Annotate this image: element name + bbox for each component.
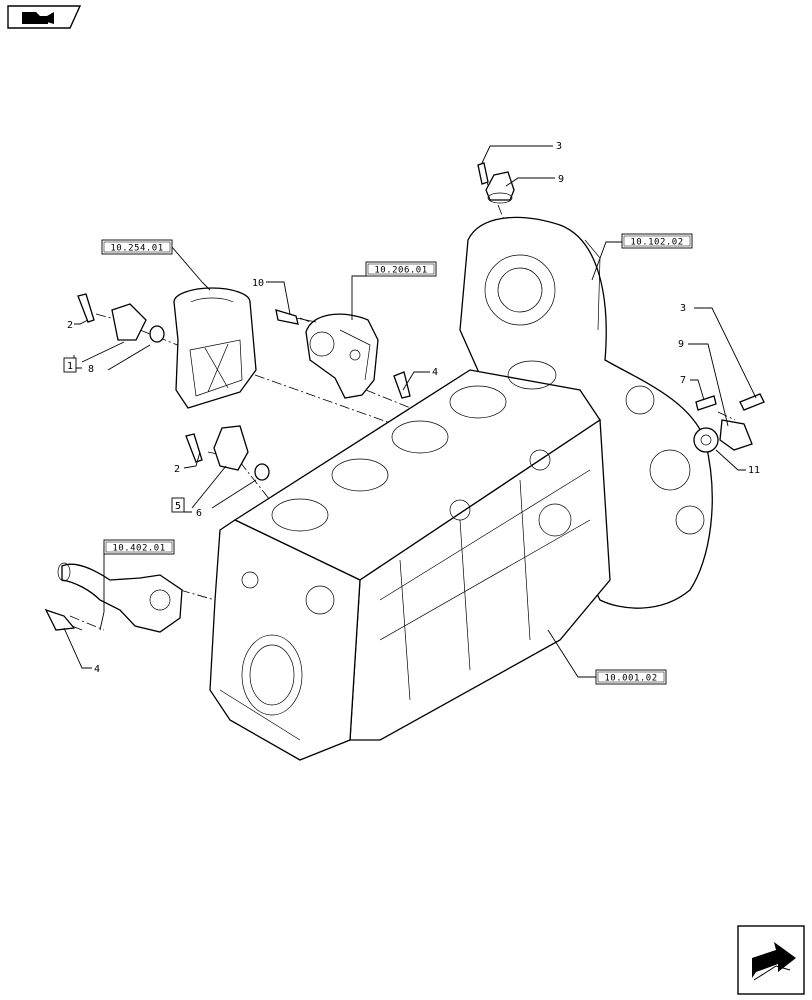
callout-9-top: 9 xyxy=(558,174,564,185)
callout-2-b: 2 xyxy=(174,464,180,475)
ref-box-10-001-02[interactable]: 10.001.02 xyxy=(595,669,667,685)
callout-3-top: 3 xyxy=(556,141,562,152)
sensor-group-right xyxy=(693,393,765,453)
part-10-206-01-pump xyxy=(305,313,379,399)
ref-box-10-206-01[interactable]: 10.206.01 xyxy=(365,261,437,277)
pressure-sensor-left xyxy=(77,293,165,343)
part-10-402-01-pipe xyxy=(57,562,183,633)
ref-label: 10.206.01 xyxy=(374,266,427,276)
ref-box-10-254-01[interactable]: 10.254.01 xyxy=(101,239,173,255)
callout-10: 10 xyxy=(252,278,264,289)
callout-6: 6 xyxy=(196,508,202,519)
leader-lines xyxy=(63,145,757,678)
folder-return-icon[interactable] xyxy=(7,5,82,29)
callout-9-right: 9 xyxy=(678,339,684,350)
callout-2-a: 2 xyxy=(67,320,73,331)
callout-4-low: 4 xyxy=(94,664,100,675)
callout-3-right: 3 xyxy=(680,303,686,314)
cam-sensor-top xyxy=(477,162,515,204)
callout-1-box: 1 xyxy=(67,361,73,372)
ref-label: 10.402.01 xyxy=(112,544,165,554)
callout-7: 7 xyxy=(680,375,686,386)
ref-label: 10.254.01 xyxy=(110,244,163,254)
part-10-254-01-housing xyxy=(173,287,257,409)
callout-5-box: 5 xyxy=(175,501,181,512)
callout-numbers: 3 9 10 2 1 8 4 2 5 6 3 9 7 11 4 xyxy=(63,141,760,675)
temperature-sensor-10 xyxy=(275,309,317,325)
engine-block xyxy=(209,216,713,761)
callout-11: 11 xyxy=(748,465,760,476)
pressure-sensor-middle xyxy=(185,425,270,481)
temperature-sensor-4-low xyxy=(44,608,83,631)
callout-8: 8 xyxy=(88,364,94,375)
block-front-face xyxy=(209,519,361,761)
ref-box-10-402-01[interactable]: 10.402.01 xyxy=(103,539,175,555)
ref-label: 10.102.02 xyxy=(630,238,683,248)
callout-4-mid: 4 xyxy=(432,367,438,378)
ref-label: 10.001.02 xyxy=(604,674,657,684)
next-page-arrow-icon[interactable] xyxy=(737,925,805,995)
ref-box-10-102-02[interactable]: 10.102.02 xyxy=(621,233,693,249)
temperature-sensor-4-mid xyxy=(393,371,411,399)
